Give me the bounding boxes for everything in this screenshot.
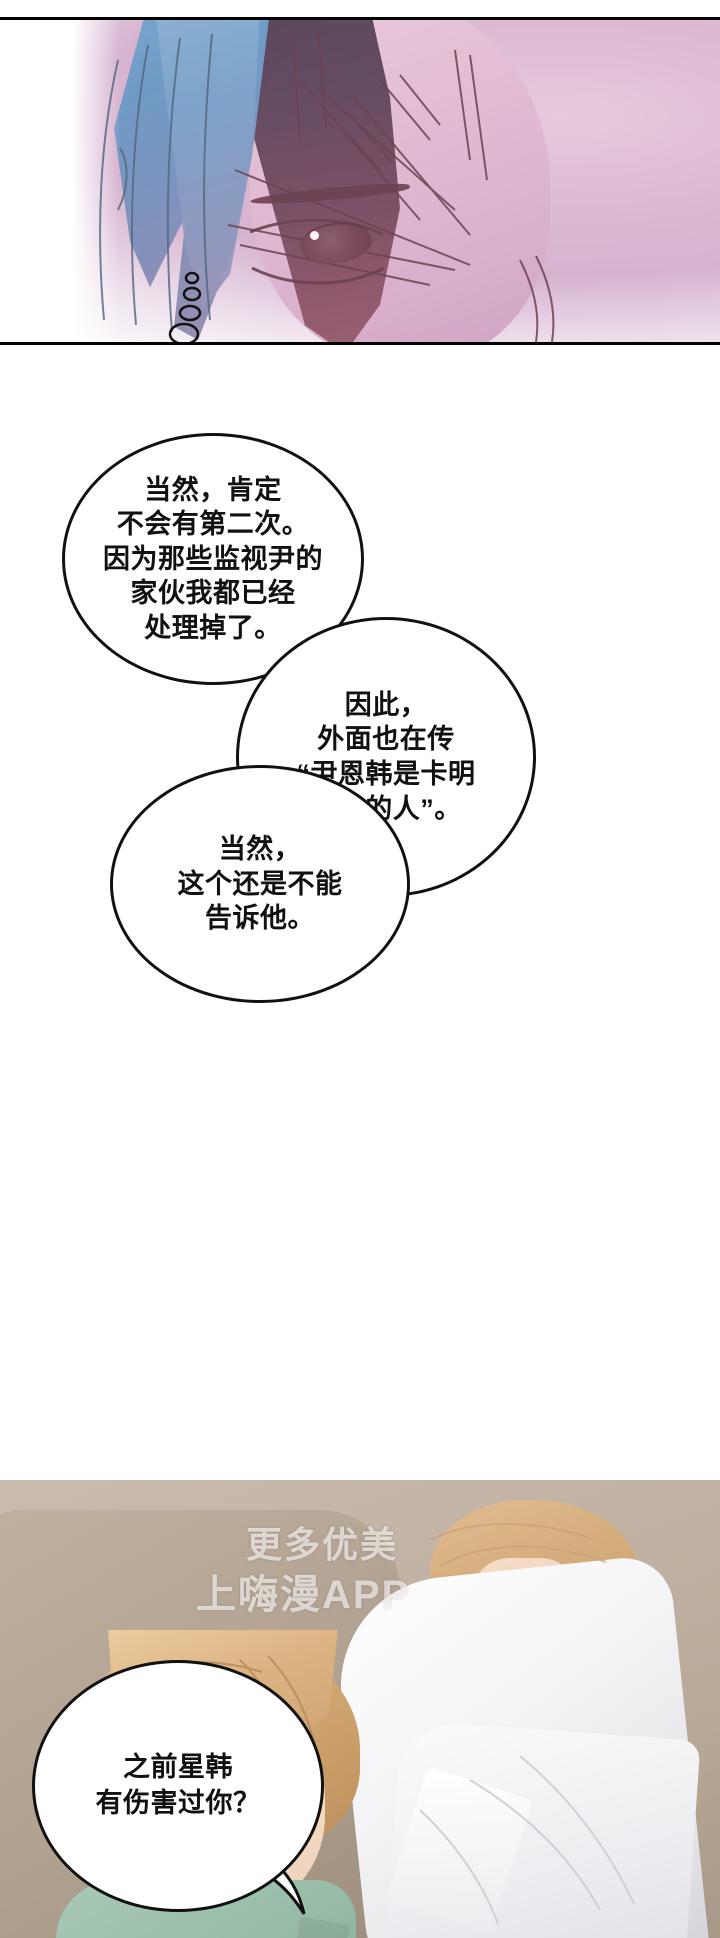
panel-1 <box>0 17 720 342</box>
page-top-margin <box>0 0 720 17</box>
sweat-drop-icon <box>168 271 202 342</box>
panel-1-eye-highlight <box>310 231 319 240</box>
panel-2: 当然，肯定 不会有第二次。 因为那些监视尹的 家伙我都已经 处理掉了。 因此， … <box>0 342 720 1480</box>
thought-bubble-3-text: 当然， 这个还是不能 告诉他。 <box>177 834 343 934</box>
thought-bubble-4-text: 之前星韩 有伤害过你？ <box>95 1752 261 1818</box>
thought-bubble-1-text: 当然，肯定 不会有第二次。 因为那些监视尹的 家伙我都已经 处理掉了。 <box>103 474 323 643</box>
panel-1-linework <box>99 27 555 342</box>
thought-bubble-4: 之前星韩 有伤害过你？ <box>32 1660 324 1912</box>
thought-bubble-3: 当然， 这个还是不能 告诉他。 <box>110 765 410 1003</box>
panel-1-white-fade <box>0 20 120 342</box>
